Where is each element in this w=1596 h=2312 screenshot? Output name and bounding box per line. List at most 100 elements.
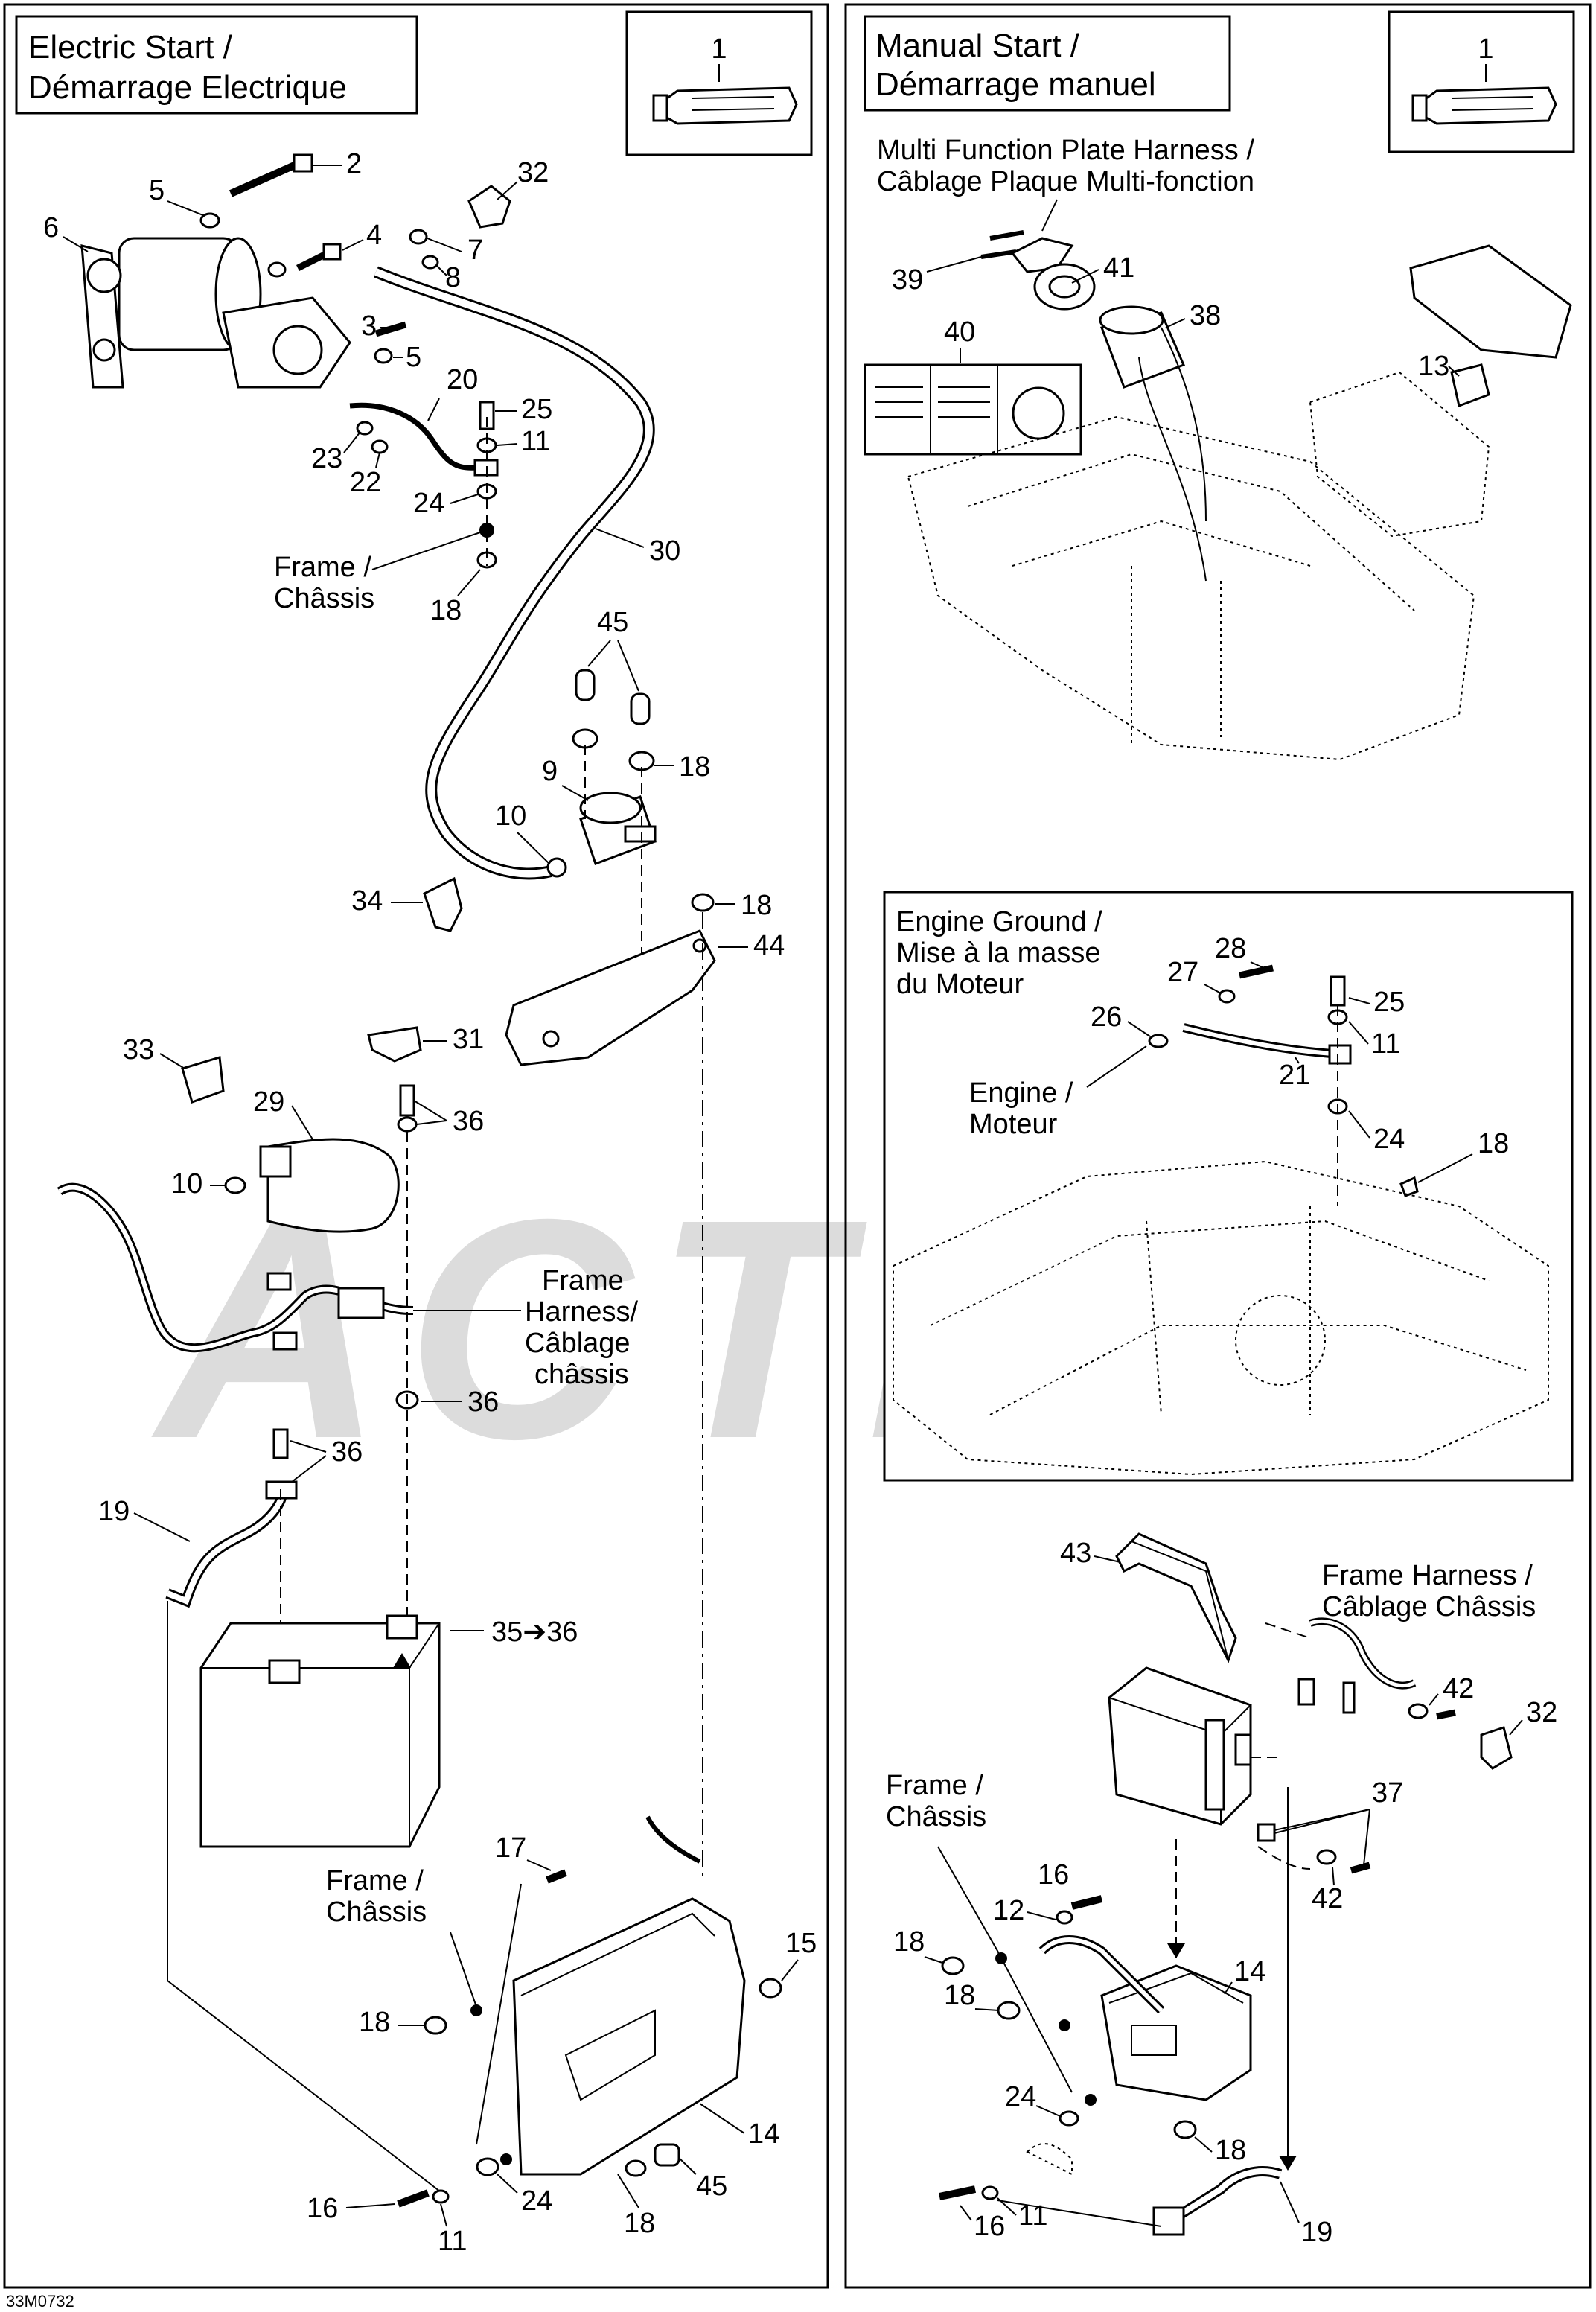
frame-r-line2: Châssis	[886, 1801, 986, 1832]
frame-r-line1: Frame /	[886, 1770, 983, 1801]
harness-r-line2: Câblage Châssis	[1322, 1591, 1536, 1622]
bolt-36c	[272, 1428, 289, 1459]
callout-14r: 14	[1234, 1956, 1265, 1987]
solenoid-bracket-44	[505, 929, 716, 1066]
boot-33	[181, 1056, 225, 1104]
callout-25: 25	[521, 394, 552, 425]
callout-15: 15	[785, 1928, 817, 1959]
frame-label-1a: Frame /	[274, 552, 371, 583]
boot-34	[423, 876, 463, 932]
battery-tray-14	[512, 1815, 746, 2176]
callout-42a: 42	[1443, 1673, 1474, 1704]
callout-9: 9	[542, 756, 558, 787]
frame-harness-r	[1297, 1617, 1417, 1714]
nut-7	[409, 229, 428, 245]
left-title-line2: Démarrage Electrique	[28, 69, 347, 106]
left-panel-border	[3, 3, 829, 2289]
callout-2: 2	[346, 148, 362, 179]
bolt-25r	[1330, 975, 1346, 1007]
harness-label-a: Frame	[542, 1265, 624, 1296]
harness-label-b: Harness/	[525, 1296, 638, 1328]
mfp-label-line1: Multi Function Plate Harness /	[877, 135, 1254, 166]
bolt-17	[546, 1869, 567, 1884]
right-battery-labels: 43 Frame Harness / Câblage Châssis 42 32…	[886, 1538, 1557, 2248]
grease-tube-icon	[652, 86, 798, 125]
right-panel-border	[844, 3, 1592, 2289]
warning-label-40	[864, 363, 1082, 456]
washer-8	[421, 255, 439, 270]
cap-45a	[575, 669, 596, 701]
callout-18a: 18	[430, 595, 462, 626]
callout-5a: 5	[149, 175, 165, 206]
screw-39b	[980, 249, 1017, 259]
callout-16r2: 16	[974, 2211, 1005, 2242]
nut-18r	[1399, 1176, 1419, 1197]
callout-24r2: 24	[1005, 2081, 1036, 2112]
harness-label-c: Câblage	[525, 1328, 631, 1359]
washer-5b	[374, 348, 393, 364]
grommet-41	[1033, 263, 1096, 311]
callout-29: 29	[253, 1086, 284, 1118]
frame-label-1b: Châssis	[274, 583, 374, 614]
washer-15	[759, 1978, 782, 1999]
callout-18r: 18	[1478, 1128, 1509, 1159]
battery-tray-14r	[1100, 1839, 1252, 2101]
bolt-36a	[399, 1084, 415, 1117]
callout-30: 30	[649, 535, 680, 567]
relay-13	[1450, 363, 1490, 408]
callout-39: 39	[892, 264, 923, 296]
callout-42b: 42	[1312, 1883, 1343, 1914]
callout-40: 40	[944, 316, 975, 348]
battery-r	[1108, 1666, 1252, 1826]
engine-ground-line1: Engine Ground /	[896, 906, 1102, 937]
nut-18d	[424, 2016, 447, 2035]
callout-11a: 11	[521, 426, 550, 457]
bolt-3	[374, 321, 407, 337]
ground-cable-20	[349, 402, 477, 471]
harness-r-line1: Frame Harness /	[1322, 1560, 1533, 1591]
harness-label-d: châssis	[534, 1359, 629, 1390]
callout-32r: 32	[1526, 1697, 1557, 1728]
nut-18e	[625, 2159, 647, 2177]
drawing-code: 33M0732	[6, 2292, 74, 2311]
battery-cable-19r	[1152, 2166, 1283, 2236]
nut-18r4	[1173, 2120, 1197, 2139]
bolt-28	[1239, 964, 1274, 979]
washer-11b	[432, 2189, 450, 2204]
callout-38: 38	[1190, 300, 1221, 331]
callout-31: 31	[453, 1024, 484, 1055]
washer-11r2	[981, 2185, 999, 2200]
bolt-2	[229, 153, 313, 197]
callout-10b: 10	[171, 1168, 202, 1200]
callout-19r: 19	[1301, 2217, 1332, 2248]
callout-34: 34	[351, 885, 383, 917]
mfp-label-line2: Câblage Plaque Multi-fonction	[877, 166, 1254, 197]
callout-18r4: 18	[1215, 2135, 1246, 2166]
cap-45b	[630, 692, 651, 725]
frame-point-1	[479, 523, 494, 538]
bolt-42b	[1350, 1862, 1371, 1874]
washer-24b	[476, 2157, 499, 2176]
left-inset-box: 1	[625, 10, 813, 156]
starter-solenoid-9	[546, 792, 657, 878]
callout-24r: 24	[1373, 1124, 1405, 1155]
callout-10a: 10	[495, 800, 526, 832]
callout-25r: 25	[1373, 987, 1405, 1018]
callout-18r2: 18	[893, 1926, 925, 1958]
callout-24a: 24	[413, 488, 444, 519]
callout-6: 6	[43, 212, 59, 243]
callout-8: 8	[445, 262, 461, 293]
right-title-line1: Manual Start /	[875, 28, 1080, 64]
callout-36a: 36	[453, 1106, 484, 1137]
engine-ground-box: Engine Ground / Mise à la masse du Moteu…	[883, 891, 1574, 1482]
nut-18r3	[997, 2001, 1021, 2020]
callout-36b: 36	[467, 1386, 499, 1418]
washer-27	[1218, 989, 1236, 1004]
callout-43: 43	[1060, 1538, 1091, 1569]
callout-27: 27	[1167, 957, 1198, 988]
right-title-box: Manual Start / Démarrage manuel	[864, 15, 1231, 112]
boot-32	[467, 185, 511, 229]
callout-3: 3	[361, 311, 377, 342]
callout-36c: 36	[331, 1436, 363, 1468]
